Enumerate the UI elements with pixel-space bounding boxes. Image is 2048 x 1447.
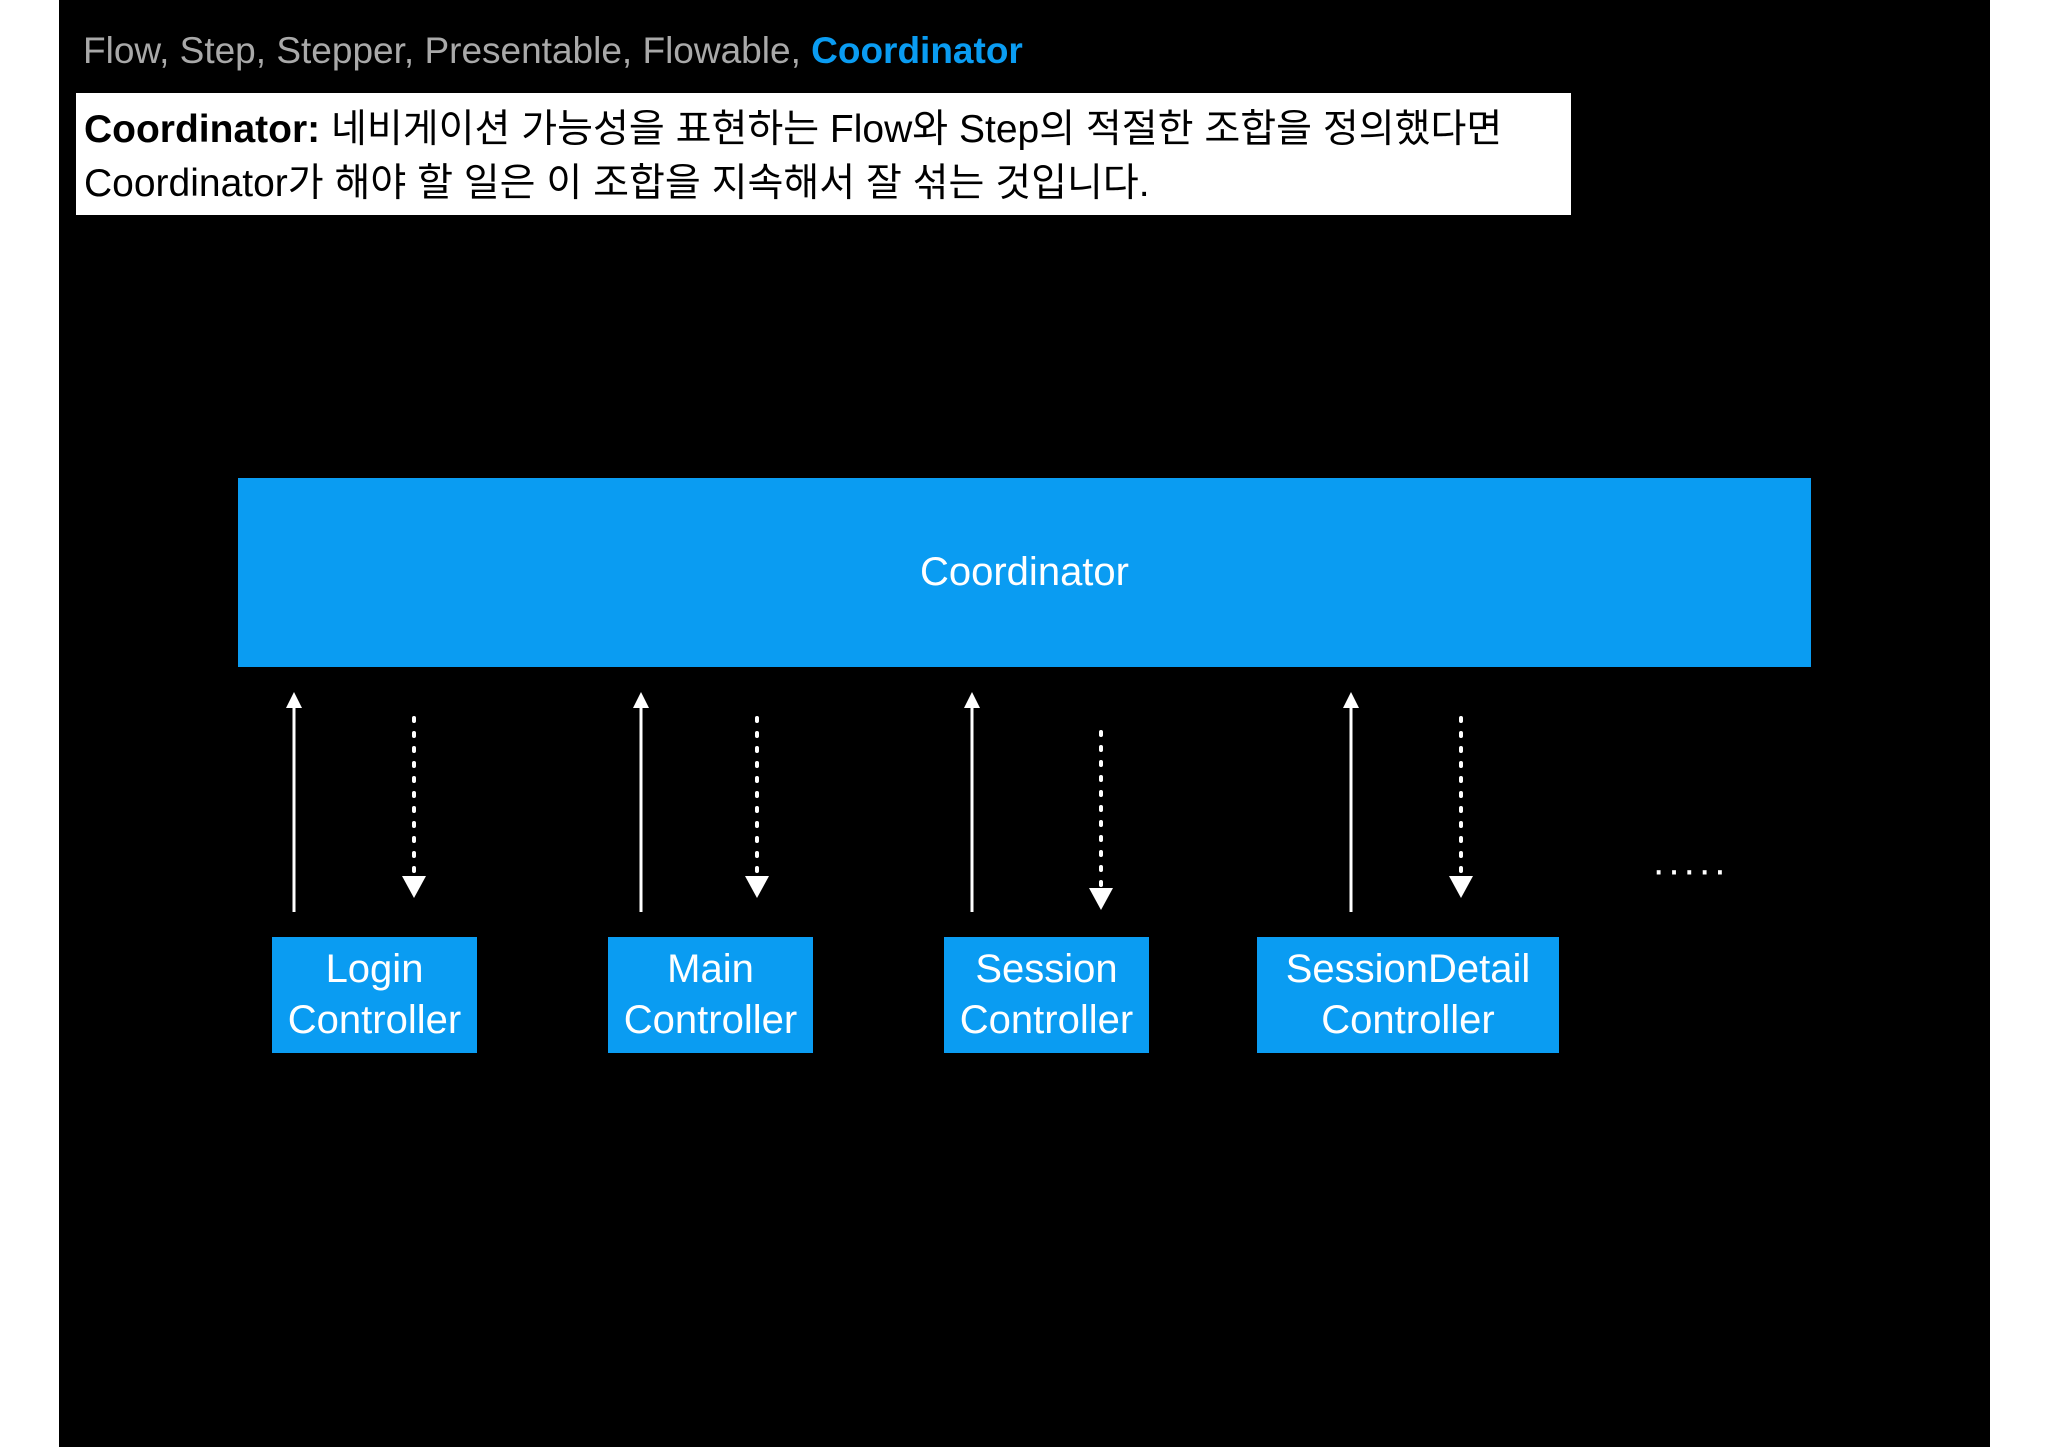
- callout-line-1: Coordinator: 네비게이션 가능성을 표현하는 Flow와 Step의…: [84, 103, 1563, 157]
- breadcrumb-item-active: Coordinator: [811, 30, 1023, 71]
- breadcrumb-item-flow: Flow: [83, 30, 160, 71]
- breadcrumb-item-presentable: Presentable: [424, 30, 622, 71]
- main-controller-box: Main Controller: [608, 937, 813, 1053]
- definition-callout: Coordinator: 네비게이션 가능성을 표현하는 Flow와 Step의…: [76, 93, 1571, 215]
- breadcrumb-separator: ,: [790, 30, 812, 71]
- callout-line-2: Coordinator가 해야 할 일은 이 조합을 지속해서 잘 섞는 것입니…: [84, 162, 1150, 205]
- arrow-head-down: [402, 876, 426, 898]
- arrow-head-up: [286, 692, 302, 708]
- arrow-head-up: [1343, 692, 1359, 708]
- breadcrumb-item-stepper: Stepper: [276, 30, 404, 71]
- controller-label-line1: Main: [667, 947, 754, 991]
- controller-label-line1: SessionDetail: [1285, 947, 1531, 991]
- breadcrumb-separator: ,: [159, 30, 180, 71]
- coordinator-box: Coordinator: [238, 478, 1811, 667]
- more-controllers-ellipsis: ·····: [1652, 848, 1729, 892]
- controller-label-line2: Controller: [623, 998, 798, 1042]
- controller-label-line2: Controller: [287, 998, 462, 1042]
- connector-arrows: [286, 692, 1473, 912]
- arrow-head-up: [633, 692, 649, 708]
- controller-label-line2: Controller: [959, 998, 1134, 1042]
- breadcrumb-separator: ,: [255, 30, 277, 71]
- session-arrow-pair: [964, 692, 1113, 912]
- arrow-head-up: [964, 692, 980, 708]
- coordinator-label: Coordinator: [919, 550, 1129, 594]
- session-controller-box: Session Controller: [944, 937, 1149, 1053]
- breadcrumb: Flow, Step, Stepper, Presentable, Flowab…: [83, 30, 1023, 72]
- breadcrumb-item-flowable: Flowable: [642, 30, 791, 71]
- login-controller-box: Login Controller: [272, 937, 477, 1053]
- arrow-head-down: [1089, 888, 1113, 910]
- arrow-head-down: [745, 876, 769, 898]
- login-arrow-pair: [286, 692, 426, 912]
- breadcrumb-item-step: Step: [179, 30, 256, 71]
- breadcrumb-separator: ,: [621, 30, 643, 71]
- breadcrumb-separator: ,: [403, 30, 425, 71]
- controller-label-line1: Login: [325, 947, 424, 991]
- arrow-head-down: [1449, 876, 1473, 898]
- controller-label-line1: Session: [975, 947, 1118, 991]
- controller-label-line2: Controller: [1321, 998, 1495, 1042]
- session-detail-controller-box: SessionDetail Controller: [1257, 937, 1559, 1053]
- callout-line-1-text: 네비게이션 가능성을 표현하는 Flow와 Step의 적절한 조합을 정의했다…: [320, 108, 1503, 151]
- slide: Flow, Step, Stepper, Presentable, Flowab…: [59, 0, 1990, 1447]
- callout-term: Coordinator:: [84, 108, 321, 151]
- main-arrow-pair: [633, 692, 769, 912]
- session-detail-arrow-pair: [1343, 692, 1473, 912]
